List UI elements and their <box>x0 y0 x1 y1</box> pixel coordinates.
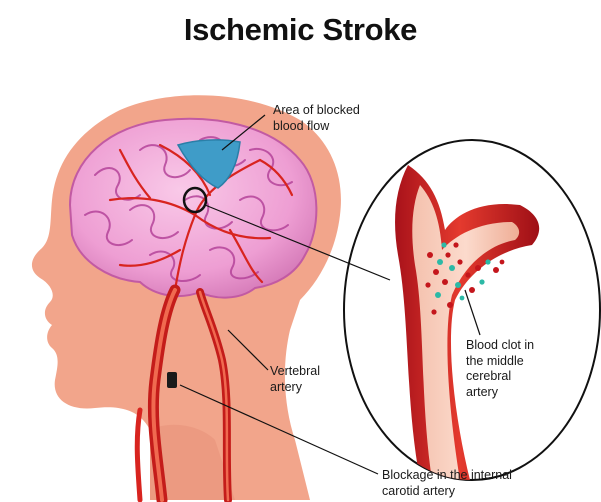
carotid-blockage <box>167 372 177 388</box>
label-vertebral-artery: Vertebral artery <box>270 364 350 395</box>
label-blood-clot: Blood clot in the middle cerebral artery <box>466 338 556 400</box>
label-blocked-area: Area of blocked blood flow <box>273 103 393 134</box>
brain <box>70 119 316 298</box>
label-carotid-blockage: Blockage in the internal carotid artery <box>382 468 582 499</box>
page-title: Ischemic Stroke <box>0 12 601 48</box>
